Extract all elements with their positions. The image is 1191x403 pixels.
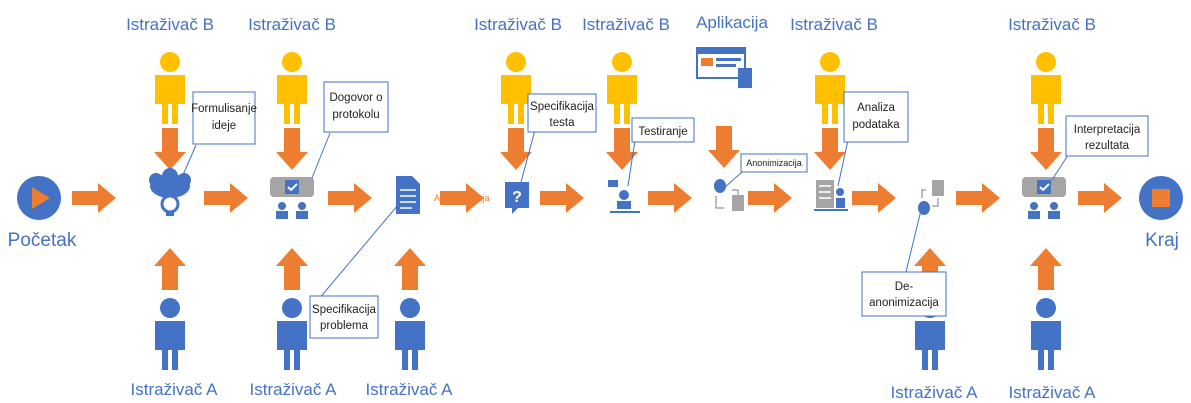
- callout-analysis: Analiza podataka: [843, 91, 909, 143]
- researcher-b-icon: [501, 52, 531, 124]
- down-arrow: [814, 128, 846, 170]
- up-arrow: [276, 248, 308, 290]
- callout-leaders: [179, 129, 1071, 301]
- researcher-a-icon: [395, 298, 425, 370]
- callout-idea: Formulisanje ideje: [191, 91, 257, 145]
- anonymization-inline-label: Anonimizacija: [434, 193, 490, 203]
- callout-text: Analiza: [857, 102, 895, 114]
- researcher-b-label: Istraživač B: [248, 15, 336, 34]
- flow-arrow: [1078, 183, 1122, 213]
- down-arrow: [276, 128, 308, 170]
- researcher-b-icon: [277, 52, 307, 124]
- application-window-icon: [696, 47, 752, 88]
- flow-arrow: [852, 183, 896, 213]
- flow-arrow: [956, 183, 1000, 213]
- researcher-b-label: Istraživač B: [582, 15, 670, 34]
- brain-lightbulb-icon: [149, 168, 191, 216]
- researcher-b-figures: [155, 52, 1061, 124]
- callout-text: testa: [550, 117, 576, 129]
- meeting-chat-icon: [270, 177, 314, 219]
- flow-arrow: [204, 183, 248, 213]
- callout-text: protokolu: [332, 109, 379, 121]
- down-arrow: [1030, 128, 1062, 170]
- researcher-b-icon: [607, 52, 637, 124]
- researcher-b-icon: [155, 52, 185, 124]
- researcher-a-label: Istraživač A: [1009, 383, 1097, 402]
- researcher-a-label: Istraživač A: [366, 380, 454, 399]
- researcher-a-icon: [155, 298, 185, 370]
- flow-arrow: [72, 183, 116, 213]
- flow-arrow: [328, 183, 372, 213]
- callout-text: Testiranje: [638, 126, 687, 138]
- callout-text: De-: [895, 281, 914, 293]
- down-arrow: [154, 128, 186, 170]
- question-chat-icon: ?: [505, 182, 529, 214]
- callout-text: Anonimizacija: [746, 158, 802, 168]
- researcher-a-label: Istraživač A: [131, 380, 219, 399]
- anonymization-icon: [714, 179, 744, 211]
- callout-text: Specifikacija: [530, 101, 595, 113]
- researcher-a-icon: [1031, 298, 1061, 370]
- callout-text: Specifikacija: [312, 304, 377, 316]
- callout-problem: Specifikacija problema: [309, 295, 379, 339]
- callout-deanonymization: De- anonimizacija: [861, 271, 947, 317]
- callout-test-spec: Specifikacija testa: [527, 93, 597, 133]
- up-arrow: [1030, 248, 1062, 290]
- down-arrow: [500, 128, 532, 170]
- callout-testing: Testiranje: [631, 117, 695, 143]
- researcher-b-icon: [815, 52, 845, 124]
- up-arrow: [154, 248, 186, 290]
- flow-arrow: [540, 183, 584, 213]
- researcher-b-label: Istraživač B: [1008, 15, 1096, 34]
- report-analysis-icon: [814, 180, 848, 211]
- application-label: Aplikacija: [696, 13, 768, 32]
- flow-arrows: [72, 183, 1122, 213]
- document-icon: [396, 176, 420, 214]
- researcher-a-label: Istraživač A: [891, 383, 979, 402]
- flow-arrow: [648, 183, 692, 213]
- callout-text: anonimizacija: [869, 297, 939, 309]
- researcher-b-label: Istraživač B: [790, 15, 878, 34]
- callout-protocol: Dogovor o protokolu: [323, 81, 389, 133]
- down-arrow: [708, 126, 740, 168]
- researcher-b-label: Istraživač B: [126, 15, 214, 34]
- callout-anonymization: Anonimizacija: [740, 153, 808, 173]
- flow-arrow: [748, 183, 792, 213]
- start-label: Početak: [8, 230, 77, 251]
- start-node: Početak: [8, 176, 77, 251]
- callout-interpretation: Interpretacija rezultata: [1065, 115, 1149, 157]
- researcher-b-icon: [1031, 52, 1061, 124]
- callout-text: ideje: [212, 120, 236, 132]
- svg-text:?: ?: [512, 189, 522, 206]
- callout-text: Interpretacija: [1074, 124, 1141, 136]
- meeting-chat-icon: [1022, 177, 1066, 219]
- deanonymization-icon: [918, 180, 944, 215]
- callout-text: rezultata: [1085, 140, 1130, 152]
- presenter-icon: [608, 180, 640, 213]
- callout-text: Dogovor o: [329, 92, 382, 104]
- researcher-b-label: Istraživač B: [474, 15, 562, 34]
- callout-text: problema: [320, 320, 369, 332]
- end-node: Kraj: [1139, 176, 1183, 251]
- callout-text: podataka: [852, 119, 900, 131]
- callout-text: Formulisanje: [191, 103, 257, 115]
- end-label: Kraj: [1145, 230, 1179, 251]
- up-arrow: [394, 248, 426, 290]
- researcher-a-icon: [277, 298, 307, 370]
- researcher-a-label: Istraživač A: [250, 380, 338, 399]
